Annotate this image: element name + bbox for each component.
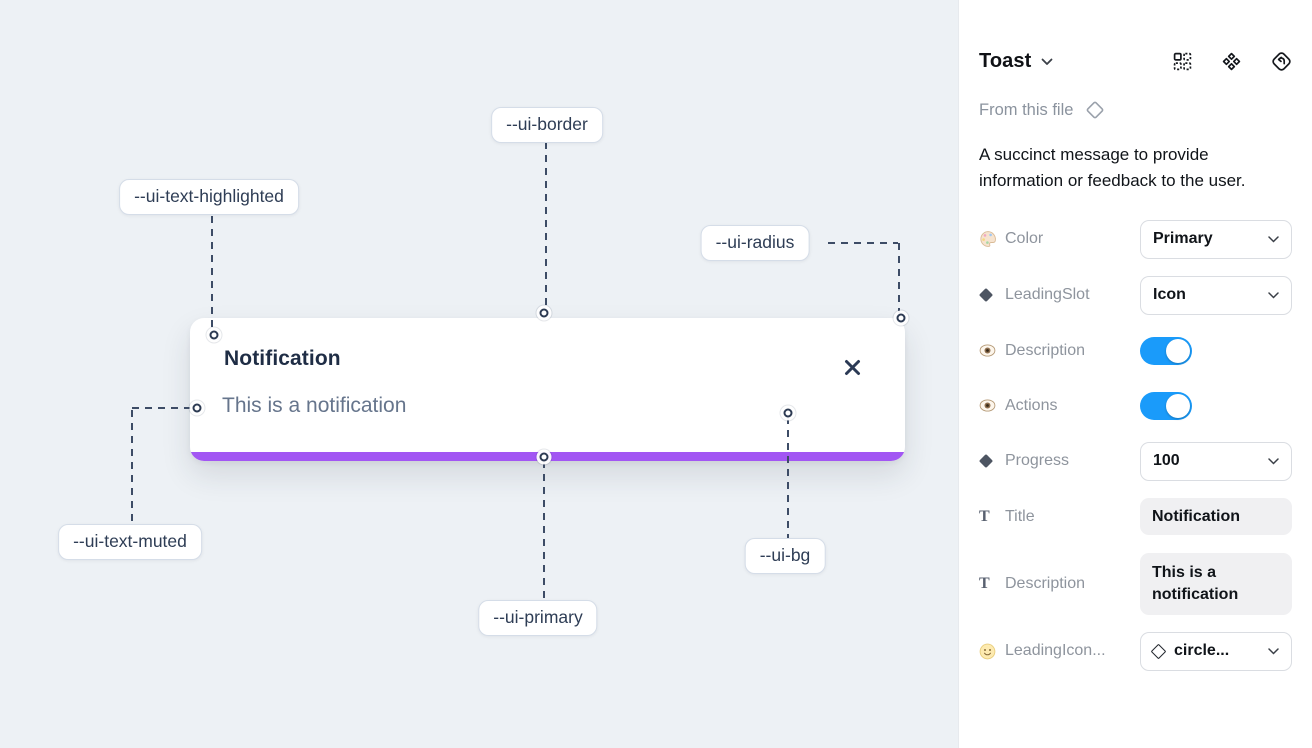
token-label-ui-primary: --ui-primary: [478, 600, 598, 636]
toast-title: Notification: [224, 347, 341, 370]
toast-description: This is a notification: [222, 394, 407, 417]
property-list: Color Primary LeadingSlot Icon: [978, 219, 1292, 671]
chevron-down-icon: [1268, 235, 1279, 243]
prop-label-description-toggle: Description: [1005, 341, 1086, 359]
toggle-knob: [1166, 338, 1190, 363]
eye-icon: [979, 344, 1005, 357]
connector-line-ui-text-highlighted: [211, 216, 213, 330]
connector-line-ui-primary: [543, 461, 545, 601]
go-to-main-component-button[interactable]: [1271, 51, 1292, 72]
prop-label-leadingslot: LeadingSlot: [1005, 286, 1090, 304]
diamond-icon: [978, 454, 1005, 469]
close-button[interactable]: [840, 355, 864, 379]
eye-icon: [979, 399, 1005, 412]
token-label-ui-text-highlighted: --ui-text-highlighted: [119, 179, 299, 215]
connector-line-ui-bg: [787, 417, 789, 539]
connector-line-ui-text-muted-h: [132, 407, 192, 409]
toggle-knob: [1166, 393, 1190, 418]
token-label-ui-bg: --ui-bg: [744, 538, 826, 574]
anchor-dot-ui-radius: [896, 313, 906, 323]
description-field[interactable]: This is a notification: [1140, 552, 1292, 615]
instance-diamond-icon: [1150, 643, 1167, 659]
component-description: A succinct message to provide informatio…: [979, 145, 1246, 190]
connector-line-ui-radius-v: [898, 243, 900, 313]
prop-row-color: Color Primary: [979, 219, 1292, 259]
component-set-icon: [1222, 52, 1241, 71]
description-toggle[interactable]: [1140, 336, 1192, 365]
progress-select-value: 100: [1153, 452, 1180, 470]
properties-panel: Toast: [958, 0, 1312, 748]
prop-label-description-text: Description: [1005, 574, 1086, 592]
token-label-ui-text-muted: --ui-text-muted: [58, 524, 202, 560]
diamond-icon: [978, 288, 1005, 303]
chevron-down-icon: [1268, 457, 1279, 465]
smiley-icon: [979, 643, 1005, 660]
leadingslot-select[interactable]: Icon: [1140, 275, 1292, 315]
token-label-ui-border: --ui-border: [491, 107, 603, 143]
description-field-value: This is a notification: [1152, 564, 1239, 603]
diamond-outline-icon: [1087, 101, 1104, 119]
actions-toggle[interactable]: [1140, 391, 1192, 420]
progress-select[interactable]: 100: [1140, 441, 1292, 481]
prop-row-progress: Progress 100: [978, 441, 1292, 481]
connector-line-ui-radius-h: [828, 242, 898, 244]
prop-label-color: Color: [1005, 230, 1044, 248]
anchor-dot-ui-bg: [783, 408, 793, 418]
prop-row-leadingslot: LeadingSlot Icon: [978, 275, 1292, 315]
connector-line-ui-text-muted-v: [131, 410, 133, 525]
prop-row-description-toggle: Description: [979, 332, 1292, 370]
component-set-button[interactable]: [1222, 52, 1241, 71]
prop-row-leadingicon: LeadingIcon... circle...: [979, 631, 1292, 671]
anchor-dot-ui-text-highlighted: [209, 330, 219, 340]
text-icon: T: [979, 574, 990, 592]
color-select-value: Primary: [1153, 230, 1213, 248]
chevron-down-icon: [1268, 647, 1279, 655]
prop-row-actions-toggle: Actions: [979, 387, 1292, 425]
anchor-dot-ui-text-muted: [192, 403, 202, 413]
component-name: Toast: [979, 50, 1032, 72]
token-label-ui-radius: --ui-radius: [700, 225, 810, 261]
palette-icon: [979, 230, 1005, 248]
chevron-down-icon: [1268, 291, 1279, 299]
text-icon: T: [979, 507, 990, 525]
anchor-dot-ui-primary: [539, 452, 549, 462]
prop-label-title: Title: [1005, 507, 1035, 525]
leadingicon-select-value: circle...: [1174, 642, 1230, 660]
prop-label-actions-toggle: Actions: [1005, 396, 1058, 414]
component-preview-canvas: Notification This is a notification --ui…: [0, 0, 958, 748]
prop-row-title: T Title Notification: [979, 497, 1292, 536]
panel-header: Toast: [979, 50, 1292, 73]
source-row: From this file: [979, 100, 1292, 120]
prop-label-leadingicon: LeadingIcon...: [1005, 642, 1106, 660]
component-selector[interactable]: Toast: [979, 50, 1053, 73]
variants-grid-button[interactable]: [1173, 52, 1192, 71]
title-field-value: Notification: [1152, 507, 1240, 525]
anchor-dot-ui-border: [539, 308, 549, 318]
leadingicon-select[interactable]: circle...: [1140, 631, 1292, 671]
color-select[interactable]: Primary: [1140, 219, 1292, 259]
prop-label-progress: Progress: [1005, 452, 1070, 470]
go-to-main-component-icon: [1272, 52, 1291, 71]
title-field[interactable]: Notification: [1140, 497, 1292, 536]
leadingslot-select-value: Icon: [1153, 286, 1186, 304]
prop-row-description-text: T Description This is a notification: [979, 552, 1292, 615]
source-label: From this file: [979, 100, 1074, 119]
connector-line-ui-border: [545, 142, 547, 313]
toast-component[interactable]: Notification This is a notification: [190, 318, 905, 461]
variants-grid-icon: [1173, 52, 1192, 71]
chevron-down-icon: [1041, 58, 1053, 65]
close-icon: [844, 359, 860, 375]
